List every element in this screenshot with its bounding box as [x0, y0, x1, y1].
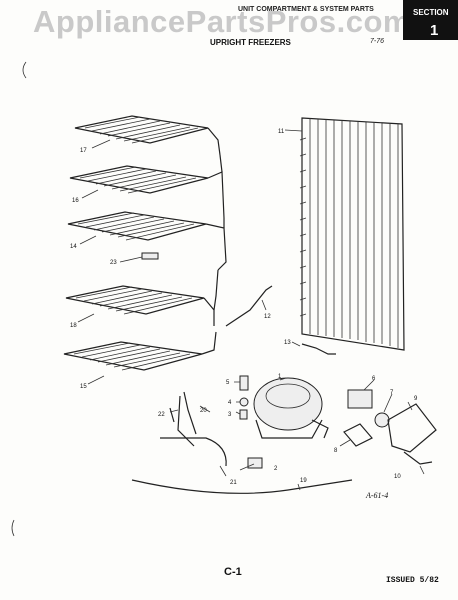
callout-17: 17 [80, 148, 87, 154]
tube-22 [177, 395, 195, 447]
overload-7 [374, 412, 390, 428]
callout-2: 2 [274, 466, 278, 472]
bolt-5 [239, 375, 249, 391]
callout-7: 7 [390, 390, 394, 396]
drawing-code: A-61-4 [365, 491, 388, 500]
relay-6 [347, 389, 373, 409]
shelf-coil-17 [74, 115, 221, 156]
section-number: 1 [430, 22, 439, 39]
washer-4 [239, 397, 249, 407]
callout-20: 20 [200, 408, 207, 414]
callout-12: 12 [264, 314, 271, 320]
page-reference: 7-76 [370, 38, 385, 45]
callout-15: 15 [80, 384, 87, 390]
callout-3: 3 [228, 412, 232, 418]
callout-1: 1 [278, 374, 282, 380]
item-13 [301, 343, 336, 355]
tube-12 [225, 285, 273, 327]
callout-19: 19 [300, 478, 307, 484]
callout-6: 6 [372, 376, 376, 382]
callout-13: 13 [284, 340, 291, 346]
clip-8 [343, 423, 373, 447]
shelf-coil-18 [65, 285, 215, 326]
compressor-1 [253, 377, 329, 439]
page-code: C-1 [224, 566, 242, 578]
callout-9: 9 [414, 396, 418, 402]
callout-18: 18 [70, 323, 77, 329]
watermark: AppliancePartsPros.com [33, 4, 411, 39]
shelf-coil-14 [67, 211, 227, 271]
condenser-11 [299, 117, 405, 351]
header-top-text: UNIT COMPARTMENT & SYSTEM PARTS [238, 6, 374, 13]
power-cord-19 [131, 479, 353, 494]
section-badge: SECTION 1 [403, 0, 458, 40]
callout-21: 21 [230, 480, 237, 486]
issued-date: ISSUED 5/82 [386, 576, 439, 585]
cord-10 [403, 451, 433, 465]
grommet-3 [239, 409, 248, 420]
section-label: SECTION [413, 8, 449, 17]
margin-mark-bottom [11, 519, 15, 537]
tube-20 [183, 391, 197, 435]
page-subtitle: UPRIGHT FREEZERS [210, 38, 291, 47]
callout-23: 23 [110, 260, 117, 266]
shelf-coil-15 [63, 331, 217, 371]
callout-4: 4 [228, 400, 232, 406]
callout-22: 22 [158, 412, 165, 418]
callout-10: 10 [394, 474, 401, 480]
cover-9 [387, 403, 437, 453]
callout-16: 16 [72, 198, 79, 204]
tube-21 [160, 407, 227, 467]
drier-clip-23 [141, 252, 159, 260]
callout-5: 5 [226, 380, 230, 386]
margin-mark [22, 61, 27, 79]
fitting-2 [247, 457, 263, 469]
callout-11: 11 [278, 129, 285, 135]
callout-14: 14 [70, 244, 77, 250]
callout-8: 8 [334, 448, 338, 454]
shelf-coil-16 [69, 165, 225, 219]
